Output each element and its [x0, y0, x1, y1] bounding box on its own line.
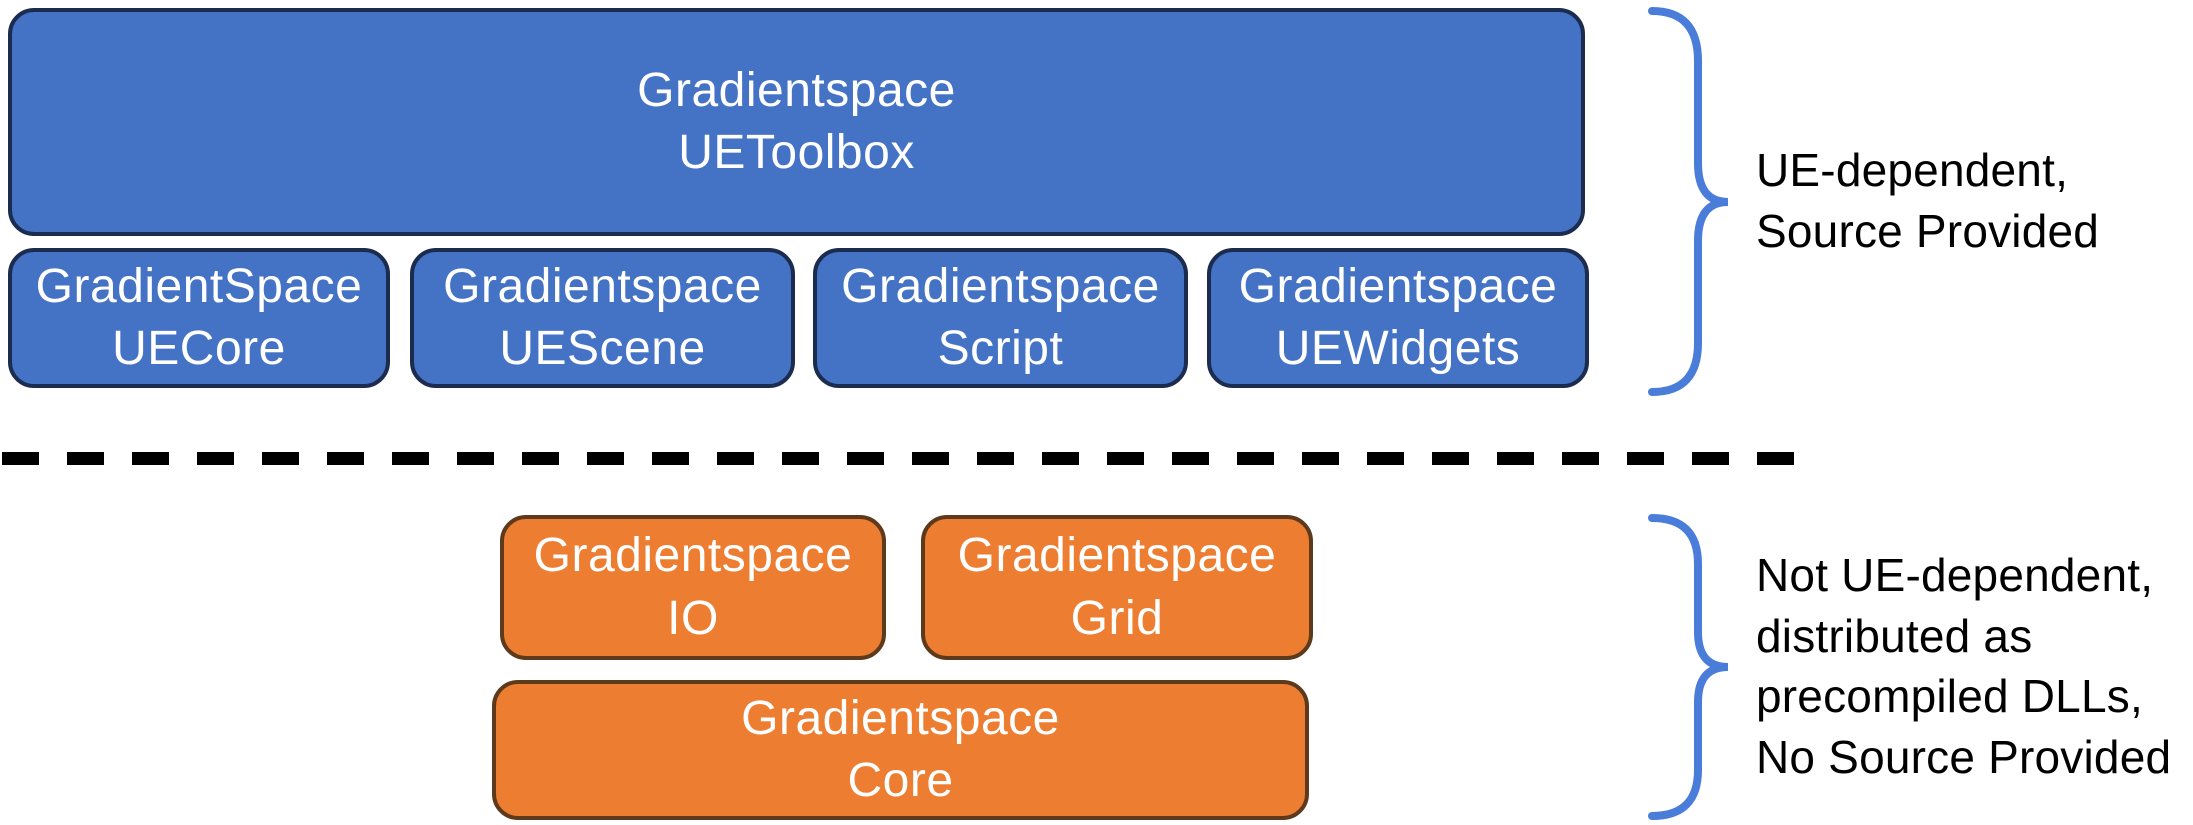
bottom-group-brace-icon	[1648, 514, 1729, 820]
uewidgets-label: Gradientspace UEWidgets	[1238, 259, 1558, 375]
uetoolbox-box: Gradientspace UEToolbox	[8, 8, 1585, 236]
io-box: Gradientspace IO	[500, 515, 886, 660]
bottom-annotation: Not UE-dependent, distributed as precomp…	[1756, 549, 2172, 784]
uescene-box: Gradientspace UEScene	[410, 248, 795, 388]
core-box: Gradientspace Core	[492, 680, 1309, 820]
uetoolbox-label: Gradientspace UEToolbox	[637, 63, 956, 179]
top-annotation: UE-dependent, Source Provided	[1756, 144, 2100, 257]
section-divider-dashed-line	[2, 452, 1807, 465]
script-label: Gradientspace Script	[841, 259, 1160, 375]
uecore-label: GradientSpace UECore	[35, 259, 363, 375]
uescene-label: Gradientspace UEScene	[443, 259, 762, 375]
uecore-box: GradientSpace UECore	[8, 248, 390, 388]
grid-box: Gradientspace Grid	[921, 515, 1313, 660]
io-label: Gradientspace IO	[533, 529, 853, 645]
top-group-brace-icon	[1648, 7, 1729, 396]
uewidgets-box: Gradientspace UEWidgets	[1207, 248, 1589, 388]
script-box: Gradientspace Script	[813, 248, 1188, 388]
core-label: Gradientspace Core	[741, 691, 1060, 807]
grid-label: Gradientspace Grid	[957, 529, 1277, 645]
